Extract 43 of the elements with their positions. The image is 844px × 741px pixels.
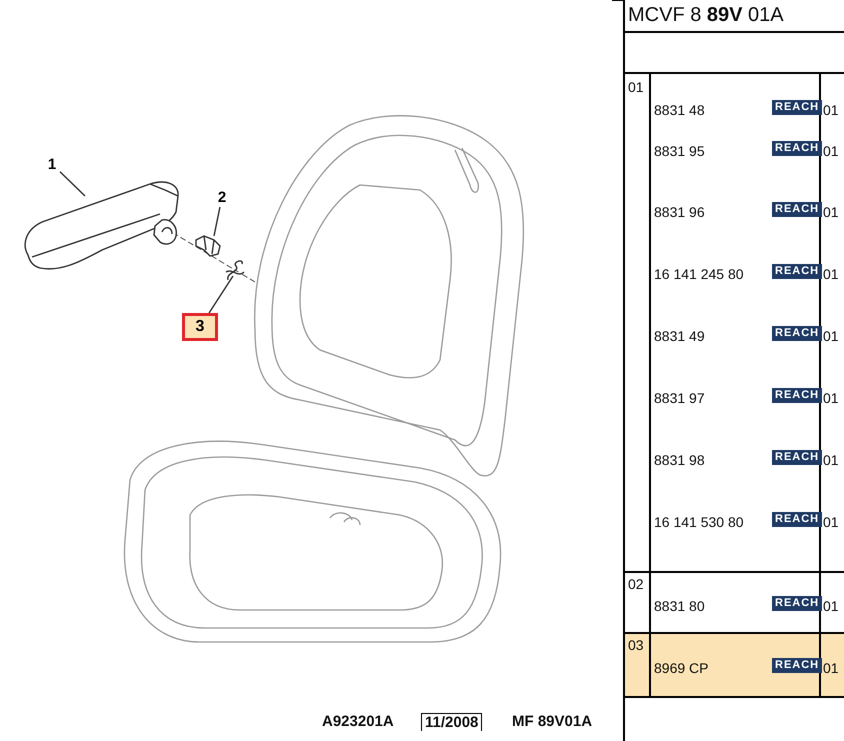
quantity: 01 [823, 328, 839, 344]
part-number: 8831 95 [654, 143, 705, 159]
part-number: 16 141 245 80 [654, 266, 744, 282]
part-number: 16 141 530 80 [654, 514, 744, 530]
leader-line [213, 206, 221, 236]
quantity: 01 [823, 102, 839, 118]
part-number: 8969 CP [654, 660, 708, 676]
item-number: 03 [628, 637, 644, 653]
regulation-badge: REACH [772, 512, 822, 527]
quantity: 01 [823, 598, 839, 614]
quantity: 01 [823, 143, 839, 159]
part-number: 8831 98 [654, 452, 705, 468]
part-number: 8831 49 [654, 328, 705, 344]
callout-number: 1 [44, 154, 60, 174]
reference-code: A923201A [322, 713, 394, 730]
regulation-badge: REACH [772, 450, 822, 465]
item-number: 01 [628, 79, 644, 95]
regulation-badge: REACH [772, 264, 822, 279]
regulation-badge: REACH [772, 658, 822, 673]
part-number: 8831 97 [654, 390, 705, 406]
regulation-badge: REACH [772, 388, 822, 403]
quantity: 01 [823, 514, 839, 530]
quantity: 01 [823, 266, 839, 282]
part-number: 8831 96 [654, 204, 705, 220]
leader-line [208, 276, 234, 314]
item-number: 02 [628, 576, 644, 592]
quantity: 01 [823, 204, 839, 220]
callout-box: 3 [182, 313, 218, 341]
quantity: 01 [823, 452, 839, 468]
regulation-badge: REACH [772, 100, 822, 115]
part-number: 8831 48 [654, 102, 705, 118]
part-number: 8831 80 [654, 598, 705, 614]
quantity: 01 [823, 660, 839, 676]
table-header: MCVF 8 89V 01A [628, 4, 784, 27]
regulation-badge: REACH [772, 141, 822, 156]
callout-number: 2 [214, 187, 230, 207]
regulation-badge: REACH [772, 596, 822, 611]
leader-line [60, 171, 86, 196]
reference-code: MF 89V01A [512, 713, 592, 730]
date-code: 11/2008 [421, 713, 482, 731]
regulation-badge: REACH [772, 326, 822, 341]
regulation-badge: REACH [772, 202, 822, 217]
quantity: 01 [823, 390, 839, 406]
